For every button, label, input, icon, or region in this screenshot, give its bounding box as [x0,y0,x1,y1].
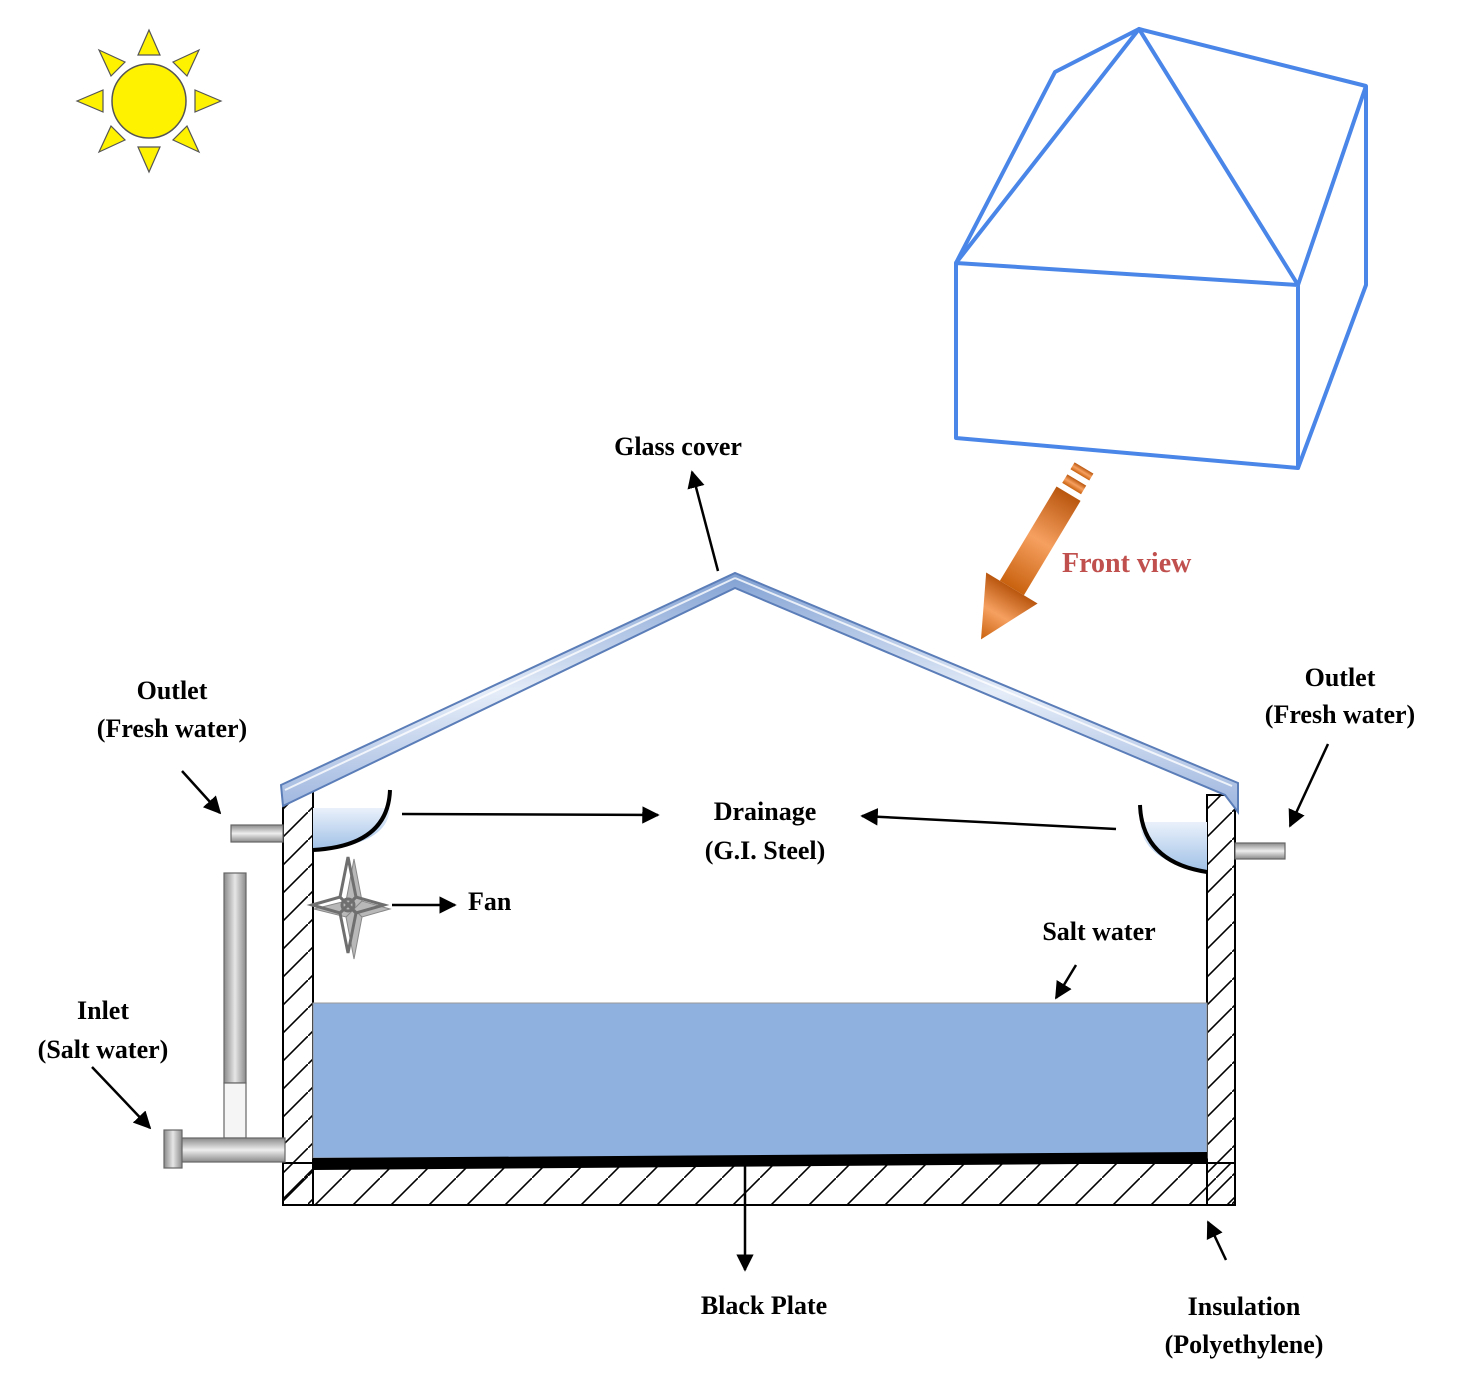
outlet-pipe-right [1234,842,1286,860]
fan-icon [306,856,392,960]
black-plate [313,1152,1207,1170]
outlet-left-arrow [181,770,222,815]
front-view-label: Front view [1062,548,1192,579]
insulation-arrow [1206,1220,1228,1261]
inlet-arrow [91,1066,152,1130]
inlet-label: Inlet [77,996,129,1025]
insulation-sublabel: (Polyethylene) [1165,1330,1324,1359]
fan-label: Fan [468,887,512,916]
outlet-left-label: Outlet [137,676,208,705]
salt-water-label: Salt water [1042,917,1155,946]
outlet-right-arrow [1288,743,1330,828]
glass-cover-label: Glass cover [614,432,742,461]
drainage-label: Drainage [714,797,817,826]
insulation-walls [282,789,1236,1206]
outlet-left-sublabel: (Fresh water) [97,714,247,743]
salt-water-arrow [1054,964,1078,1000]
insulation-label: Insulation [1188,1292,1301,1321]
pointer-arrows [91,470,1330,1272]
outlet-pipe-left [230,824,284,843]
drainage-arrow-right [860,808,1117,831]
black-plate-label: Black Plate [701,1291,827,1320]
house-3d-outline [954,27,1368,470]
front-view-arrow [980,462,1094,640]
drainage-trough-left [312,789,392,852]
inlet-sublabel: (Salt water) [38,1035,169,1064]
salt-water-body [312,1002,1208,1159]
glass-cover [279,571,1239,815]
inlet-pipe [163,872,286,1169]
drainage-sublabel: (G.I. Steel) [705,836,826,865]
drainage-trough-right [1138,804,1208,874]
outlet-right-sublabel: (Fresh water) [1265,700,1415,729]
glass-cover-arrow [687,470,720,572]
drainage-arrow-left [401,806,660,824]
sun-icon [75,28,223,174]
outlet-right-label: Outlet [1305,663,1376,692]
